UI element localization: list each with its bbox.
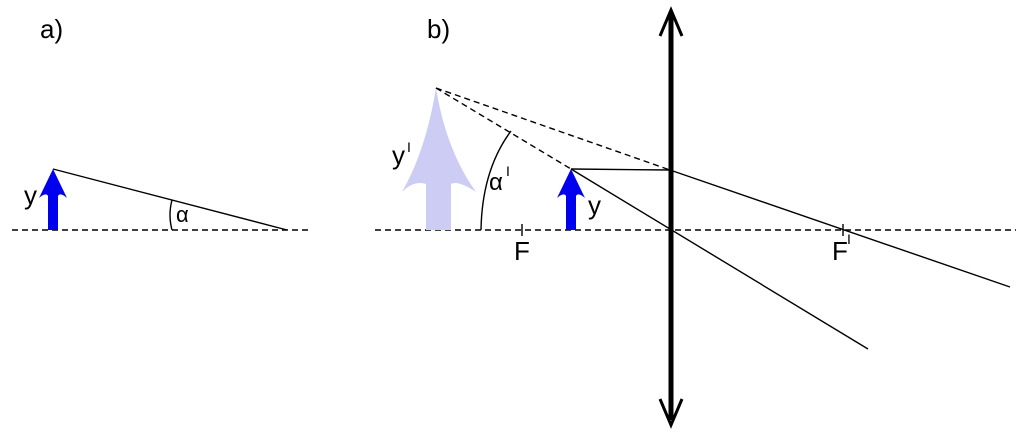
panel-b-angle-arc bbox=[480, 130, 512, 231]
panel-b-lens bbox=[658, 6, 684, 429]
panel-b-refracted-ray bbox=[669, 169, 1011, 288]
panel-b-object-label: y bbox=[588, 190, 601, 220]
lens-top-arrowhead bbox=[658, 6, 684, 37]
panel-a: a) y α bbox=[12, 14, 312, 231]
panel-b-parallel-ray bbox=[570, 168, 671, 171]
panel-a-angle-arc bbox=[169, 199, 173, 231]
panel-b-label: b) bbox=[427, 14, 450, 44]
panel-b-object-arrow bbox=[557, 169, 585, 230]
panel-b: b) y I α I F y F I bbox=[375, 6, 1016, 429]
panel-a-label: a) bbox=[40, 14, 63, 44]
panel-b-virtual-image-arrow bbox=[402, 88, 476, 230]
panel-a-angle-label: α bbox=[176, 202, 189, 227]
panel-b-dashed-ray-to-lens bbox=[435, 87, 671, 171]
panel-a-object-arrow bbox=[39, 169, 67, 230]
panel-b-central-ray bbox=[570, 168, 869, 350]
panel-b-angle-label: α bbox=[489, 169, 503, 196]
panel-a-object-label: y bbox=[24, 180, 37, 210]
panel-b-focal-right-mark: I bbox=[847, 231, 851, 247]
lens-bottom-arrowhead bbox=[658, 398, 684, 429]
panel-b-image-label: y bbox=[392, 140, 405, 170]
panel-a-ray bbox=[52, 168, 288, 231]
panel-b-dashed-ray-to-object bbox=[435, 87, 572, 170]
panel-b-angle-label-mark: I bbox=[506, 163, 510, 179]
panel-b-focal-left-label: F bbox=[514, 236, 530, 266]
panel-b-focal-right-label: F bbox=[832, 236, 848, 266]
panel-b-image-label-mark: I bbox=[407, 139, 411, 155]
